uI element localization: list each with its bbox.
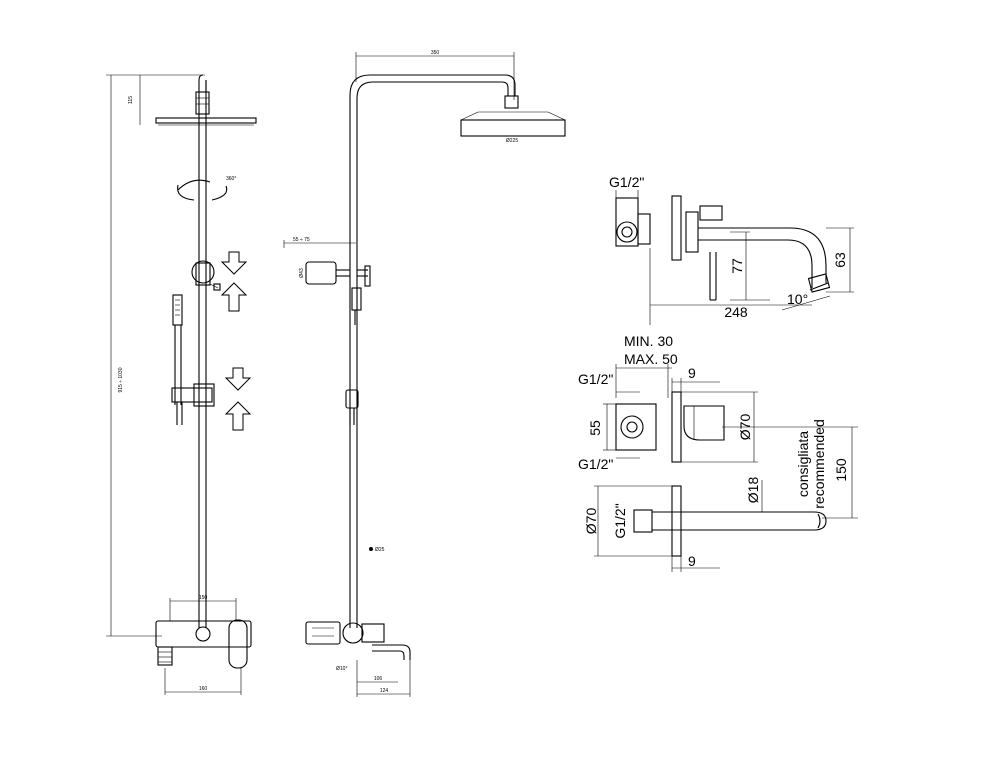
side-wall-bracket: [305, 261, 337, 285]
plan-wall-plate: [671, 485, 682, 557]
mixer-lever: [683, 405, 725, 441]
spout-height-a-label: 77: [729, 258, 745, 274]
hand-shower-slider: [171, 387, 213, 403]
shower-side-view: 350 Ø225 55 ÷ 75 Ø43 Ø25: [283, 50, 566, 697]
spout-angle-detail-label: 10°: [787, 291, 808, 307]
plan-thread-label: G1/2": [612, 503, 628, 538]
shower-head-plate: [155, 117, 257, 124]
spout-depth-label: 106: [374, 676, 383, 682]
spout-height-b-label: 63: [832, 252, 848, 268]
hand-shower-head: [172, 294, 183, 326]
recommended-note-line2: recommended: [811, 419, 827, 509]
spout-thread-label: G1/2": [609, 174, 644, 190]
plan-spout-end: [813, 511, 827, 531]
spout-detail-view: G1/2" 77 63 248: [609, 174, 854, 325]
bracket-offset-label: 55 ÷ 75: [293, 237, 310, 243]
recommended-note-line1: consigliata: [795, 431, 811, 497]
plan-plate-diameter-label: Ø70: [583, 508, 599, 535]
mixer-width-label: 150: [199, 595, 208, 601]
mixer-spacing-label: 150: [833, 458, 849, 482]
mixer-body-size-label: 55: [587, 420, 603, 436]
spout-length-detail-label: 248: [724, 304, 748, 320]
spout-pipe: [698, 227, 827, 283]
thermostatic-mixer-body: [155, 620, 252, 648]
plan-plate-thickness-label: 9: [688, 553, 696, 569]
slider-up-arrow-icon: [224, 401, 252, 431]
total-height-label: 915 ÷ 1030: [118, 367, 124, 392]
rotation-arrow-icon: [177, 184, 195, 201]
pipe-diameter-label: Ø25: [375, 547, 385, 553]
slide-down-arrow-icon: [220, 251, 248, 275]
depth-max-label: MAX. 50: [624, 351, 678, 367]
spout-plan-view: Ø70 G1/2" Ø18 9: [583, 477, 827, 572]
wall-bracket: [191, 260, 215, 284]
mixer-thread-top-label: G1/2": [578, 371, 613, 387]
arm-length-label: 350: [431, 50, 440, 56]
mixer-body: [615, 403, 657, 451]
head-diameter-label: Ø225: [506, 138, 518, 144]
rotation-label: 360°: [226, 176, 236, 182]
mixer-handle: [228, 619, 248, 669]
head-drop-label: 115: [128, 96, 134, 104]
mixer-detail-view: MIN. 30 MAX. 50 9 G1/2" 55 Ø70 G1/2" con: [578, 333, 858, 519]
mixer-plate-thickness-label: 9: [688, 365, 696, 381]
depth-min-label: MIN. 30: [624, 333, 673, 349]
shower-front-view: 915 ÷ 1030 115 360°: [106, 74, 257, 695]
plan-pipe-diameter-label: Ø18: [745, 477, 761, 504]
side-shower-head: [460, 119, 566, 137]
slide-up-arrow-icon: [220, 282, 248, 312]
spout-angle-label: Ø10°: [336, 666, 347, 672]
mixer-thread-bottom-label: G1/2": [578, 456, 613, 472]
mixer-wall-plate: [671, 391, 682, 463]
spout-wall-plate: [671, 195, 682, 261]
bracket-diameter-label: Ø43: [299, 268, 305, 278]
spout-length-label: 124: [380, 688, 389, 694]
side-mixer-body: [305, 621, 341, 645]
plan-fitting: [633, 509, 653, 533]
base-width-label: 160: [199, 686, 208, 692]
slider-down-arrow-icon: [224, 367, 252, 391]
